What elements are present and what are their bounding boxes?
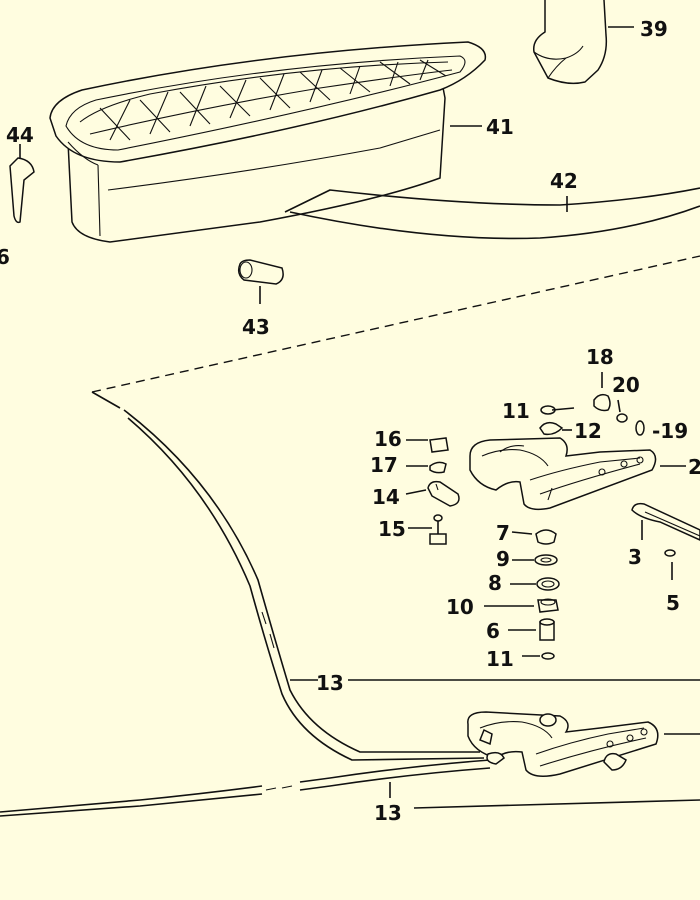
part-11-12-clips-top — [539, 405, 572, 436]
label-43: 43 — [242, 315, 270, 339]
part-42-hose — [284, 187, 700, 240]
part-14-bracket — [405, 480, 460, 507]
label-2: 2 — [688, 455, 700, 479]
part-15-bolt — [408, 514, 447, 545]
part-19-pin — [635, 420, 645, 436]
part-6-cylinder — [508, 618, 555, 641]
label-13-bottom: 13 — [374, 801, 402, 825]
part-3-rod — [631, 502, 700, 541]
label-19: -19 — [652, 419, 688, 443]
label-15: 15 — [378, 517, 406, 541]
label-6-left: 6 — [0, 245, 10, 269]
label-41: 41 — [486, 115, 514, 139]
label-17: 17 — [370, 453, 398, 477]
label-5: 5 — [666, 591, 680, 615]
label-10: 10 — [446, 595, 474, 619]
label-16: 16 — [374, 427, 402, 451]
label-12: 12 — [574, 419, 602, 443]
label-18: 18 — [586, 345, 614, 369]
part-44-bracket — [9, 144, 35, 224]
part-9-washer — [512, 554, 558, 566]
label-39: 39 — [640, 17, 668, 41]
label-14: 14 — [372, 485, 400, 509]
lock-assembly-lower — [467, 711, 700, 777]
label-9: 9 — [496, 547, 510, 571]
label-44: 44 — [6, 123, 34, 147]
part-41-filter-housing — [49, 41, 487, 243]
label-20: 20 — [612, 373, 640, 397]
label-11-top: 11 — [502, 399, 530, 423]
part-10-nut — [484, 598, 559, 613]
part-20-washer — [616, 399, 628, 423]
leader-11-top — [551, 407, 575, 411]
label-42: 42 — [550, 169, 578, 193]
part-39-hose — [532, 0, 634, 85]
part-11-clip-bottom — [522, 652, 555, 660]
part-18-knob — [593, 372, 611, 412]
label-13-middle: 13 — [316, 671, 344, 695]
part-13-cable — [0, 409, 700, 817]
part-16-sleeve — [406, 437, 449, 453]
part-43-grommet — [237, 259, 284, 304]
label-8: 8 — [488, 571, 502, 595]
part-8-washer — [510, 577, 560, 591]
part-17-spring — [406, 461, 447, 474]
label-6: 6 — [486, 619, 500, 643]
part-5-clip — [664, 549, 676, 580]
label-11-bottom: 11 — [486, 647, 514, 671]
part-7-cap — [511, 529, 557, 545]
label-7: 7 — [496, 521, 510, 545]
part-2-lock-assembly — [469, 437, 686, 511]
label-3: 3 — [628, 545, 642, 569]
body-outline — [91, 255, 700, 409]
